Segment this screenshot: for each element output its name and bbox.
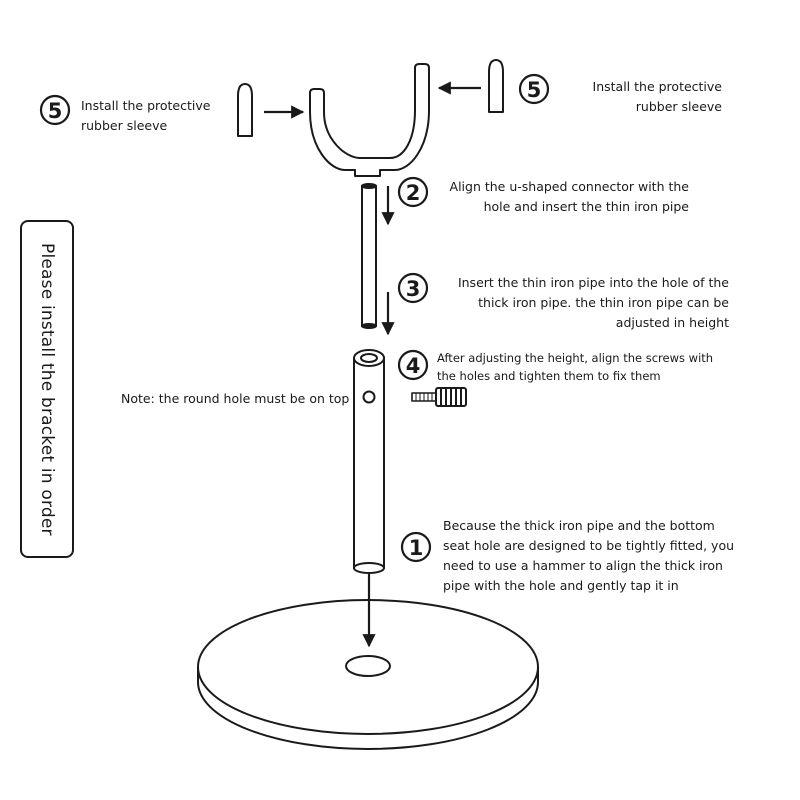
step-2-line-2: hole and insert the thin iron pipe xyxy=(483,199,689,214)
thick-pipe-screw-hole xyxy=(362,390,376,404)
thick-pipe-top-hole xyxy=(360,353,378,363)
thin-pipe-top-end xyxy=(361,183,377,189)
svg-text:5: 5 xyxy=(527,78,542,102)
round-hole-note: Note: the round hole must be on top xyxy=(121,391,350,406)
right-rubber-sleeve xyxy=(488,59,504,113)
u-shaped-connector xyxy=(309,63,430,177)
svg-text:4: 4 xyxy=(406,354,421,378)
step-2-line-1: Align the u-shaped connector with the xyxy=(449,179,689,194)
thumb-screw xyxy=(411,387,467,407)
step-1-badge: 1 xyxy=(400,531,432,563)
step-5-left-line-1: Install the protective xyxy=(81,98,211,113)
thin-iron-pipe xyxy=(361,185,377,327)
step-5-left-line-2: rubber sleeve xyxy=(81,118,168,133)
step-1-text: Because the thick iron pipe and the bott… xyxy=(443,516,734,596)
step-5-right-badge: 5 xyxy=(518,73,550,105)
step-1-line-1: Because the thick iron pipe and the bott… xyxy=(443,518,715,533)
step-4-text: After adjusting the height, align the sc… xyxy=(437,349,713,385)
step-5-left-text: Install the protective rubber sleeve xyxy=(81,96,210,136)
step-4-line-1: After adjusting the height, align the sc… xyxy=(437,351,714,365)
step-2-badge: 2 xyxy=(397,176,429,208)
step-3-text: Insert the thin iron pipe into the hole … xyxy=(458,273,729,333)
step-3-line-3: adjusted in height xyxy=(615,315,729,330)
step-2-text: Align the u-shaped connector with the ho… xyxy=(450,177,689,217)
step-5-left-badge: 5 xyxy=(39,94,71,126)
step-3-line-1: Insert the thin iron pipe into the hole … xyxy=(457,275,729,290)
step-5-right-line-2: rubber sleeve xyxy=(635,99,722,114)
step-1-line-2: seat hole are designed to be tightly fit… xyxy=(443,538,735,553)
svg-text:5: 5 xyxy=(48,99,63,123)
step-5-right-line-1: Install the protective xyxy=(592,79,722,94)
base-seat-hole xyxy=(345,655,391,677)
step-4-badge: 4 xyxy=(397,349,429,381)
thick-pipe-top-rim xyxy=(353,349,385,367)
order-instruction-box: Please install the bracket in order xyxy=(20,220,74,558)
step-3-line-2: thick iron pipe. the thin iron pipe can … xyxy=(478,295,729,310)
thick-pipe-bottom-rim xyxy=(353,562,385,574)
step-3-badge: 3 xyxy=(397,272,429,304)
svg-text:3: 3 xyxy=(406,277,421,301)
svg-text:2: 2 xyxy=(406,181,421,205)
step-1-line-3: need to use a hammer to align the thick … xyxy=(443,558,723,573)
svg-text:1: 1 xyxy=(409,536,424,560)
order-instruction-text: Please install the bracket in order xyxy=(37,242,57,536)
thin-pipe-bottom-end xyxy=(361,323,377,329)
step-4-line-2: the holes and tighten them to fix them xyxy=(437,369,661,383)
left-rubber-sleeve xyxy=(237,83,253,137)
step-5-right-text: Install the protective rubber sleeve xyxy=(593,77,722,117)
step-1-line-4: pipe with the hole and gently tap it in xyxy=(443,578,679,593)
